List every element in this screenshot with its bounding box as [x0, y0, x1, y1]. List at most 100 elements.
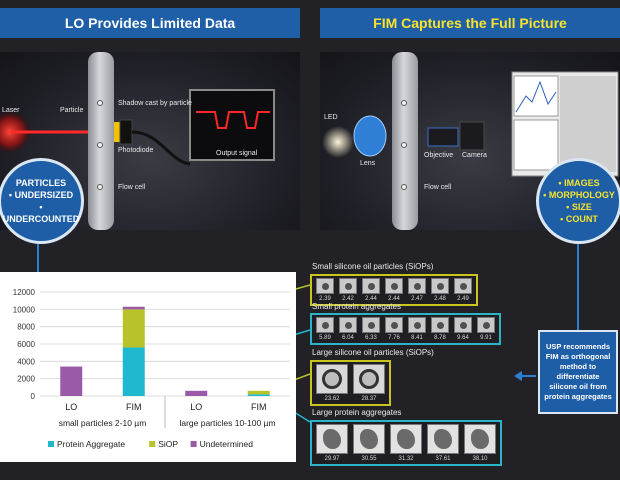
y-tick-label: 12000: [13, 288, 36, 297]
particle-image: 9.64: [453, 317, 473, 341]
particle-size-label: 37.61: [435, 456, 451, 462]
small-siop-gallery: 2.39 2.42 2.44 2.44 2.47 2.48 2.49: [310, 274, 478, 306]
bar-segment: [122, 309, 145, 348]
particle-image: 2.44: [384, 278, 404, 302]
particle-image: 2.39: [315, 278, 335, 302]
particle-thumbnail-icon: [431, 278, 449, 294]
particle-thumbnail-icon: [353, 424, 385, 454]
led-label: LED: [324, 114, 338, 121]
small-protein-gallery: 5.89 6.04 6.33 7.76 8.41 8.78 9.64 9.91: [310, 313, 501, 345]
photodiode-housing-icon: [112, 122, 120, 142]
legend-swatch: [48, 441, 54, 447]
y-tick-label: 4000: [17, 357, 35, 366]
particle-thumbnail-icon: [316, 278, 334, 294]
bar-segment: [247, 390, 270, 395]
particle-thumbnail-icon: [454, 278, 472, 294]
particle-thumbnail-icon: [390, 424, 422, 454]
flow-cell-icon: [88, 52, 114, 230]
large-siop-title: Large silicone oil particles (SiOPs): [312, 348, 434, 357]
shadow-label: Shadow cast by particle: [118, 100, 192, 107]
particle-size-label: 6.04: [342, 335, 354, 341]
bar-segment: [247, 394, 270, 396]
particle-thumbnail-icon: [477, 317, 495, 333]
particle-size-label: 2.44: [365, 296, 377, 302]
particle-image: 2.49: [453, 278, 473, 302]
lens-icon: [353, 115, 387, 157]
particle-size-label: 29.97: [324, 456, 340, 462]
particle-image: 6.33: [361, 317, 381, 341]
particle-size-label: 2.44: [388, 296, 400, 302]
y-tick-label: 8000: [17, 323, 35, 332]
fim-apparatus-illustration: [322, 71, 619, 177]
small-siop-title: Small silicone oil particles (SiOPs): [312, 262, 434, 271]
flow-cell-label: Flow cell: [118, 184, 146, 191]
small-protein-title: Small protein aggregates: [312, 302, 401, 311]
oscilloscope-icon: [189, 89, 275, 161]
particle-image: 2.44: [361, 278, 381, 302]
particle-size-label: 30.55: [361, 456, 377, 462]
legend-label: Protein Aggregate: [57, 439, 125, 449]
particle-image: 2.42: [338, 278, 358, 302]
output-signal-label: Output signal: [216, 150, 258, 157]
particle-thumbnail-icon: [464, 424, 496, 454]
x-tick-label: FIM: [251, 402, 267, 412]
particle-thumbnail-icon: [385, 278, 403, 294]
particle-size-label: 2.42: [342, 296, 354, 302]
particle-thumbnail-icon: [339, 317, 357, 333]
bar-segment: [122, 347, 145, 396]
large-siop-gallery: 23.62 28.37: [310, 360, 391, 406]
particle-thumbnail-icon: [385, 317, 403, 333]
particle-size-label: 31.32: [398, 456, 414, 462]
particle-thumbnail-icon: [362, 278, 380, 294]
particle-image: 2.47: [407, 278, 427, 302]
particle-image: 5.89: [315, 317, 335, 341]
usp-recommendation-box: USP recommends FIM as orthogonal method …: [538, 330, 618, 414]
y-tick-label: 6000: [17, 340, 35, 349]
particle-size-label: 9.64: [457, 335, 469, 341]
particle-size-label: 6.33: [365, 335, 377, 341]
particle-thumbnail-icon: [431, 317, 449, 333]
legend-label: SiOP: [158, 439, 178, 449]
x-tick-label: FIM: [126, 402, 142, 412]
particle-thumbnail-icon: [316, 364, 348, 394]
particle-image: 23.62: [315, 364, 349, 402]
particle-image: 30.55: [352, 424, 386, 462]
particle-thumbnail-icon: [408, 278, 426, 294]
chart-svg: 12000 10000 8000 6000 4000 2000 0LO FIM LO FIM sma…: [13, 288, 290, 449]
group-label: small particles 2-10 µm: [59, 418, 147, 428]
x-tick-label: LO: [190, 402, 202, 412]
y-tick-label: 0: [31, 392, 36, 401]
particle-size-label: 8.41: [411, 335, 423, 341]
bar-segment: [185, 390, 208, 396]
lo-limitations-bubble: PARTICLES • UNDERSIZED • UNDERCOUNTED: [0, 158, 84, 244]
particle-label: Particle: [60, 107, 84, 114]
particle-size-label: 8.78: [434, 335, 446, 341]
particle-thumbnail-icon: [353, 364, 385, 394]
particle-size-label: 28.37: [361, 396, 377, 402]
lo-header: LO Provides Limited Data: [0, 8, 300, 38]
y-tick-label: 10000: [13, 305, 36, 314]
fim-flow-cell-icon: [392, 52, 418, 230]
lens-label: Lens: [360, 160, 376, 167]
particle-image: 7.76: [384, 317, 404, 341]
particle-size-label: 2.39: [319, 296, 331, 302]
objective-label: Objective: [424, 152, 454, 159]
particle-size-label: 9.91: [480, 335, 492, 341]
cable-icon: [131, 130, 191, 166]
y-tick-label: 2000: [17, 375, 35, 384]
x-tick-label: LO: [65, 402, 77, 412]
particle-size-label: 2.48: [434, 296, 446, 302]
led-icon: [322, 126, 354, 158]
particle-thumbnail-icon: [339, 278, 357, 294]
fim-flow-cell-label: Flow cell: [424, 184, 452, 191]
particle-thumbnail-icon: [427, 424, 459, 454]
particle-size-label: 2.49: [457, 296, 469, 302]
particle-thumbnail-icon: [454, 317, 472, 333]
particle-thumbnail-icon: [316, 317, 334, 333]
legend-swatch: [149, 441, 156, 447]
particle-size-label: 7.76: [388, 335, 400, 341]
particle-image: 8.41: [407, 317, 427, 341]
bar-segment: [60, 366, 83, 396]
